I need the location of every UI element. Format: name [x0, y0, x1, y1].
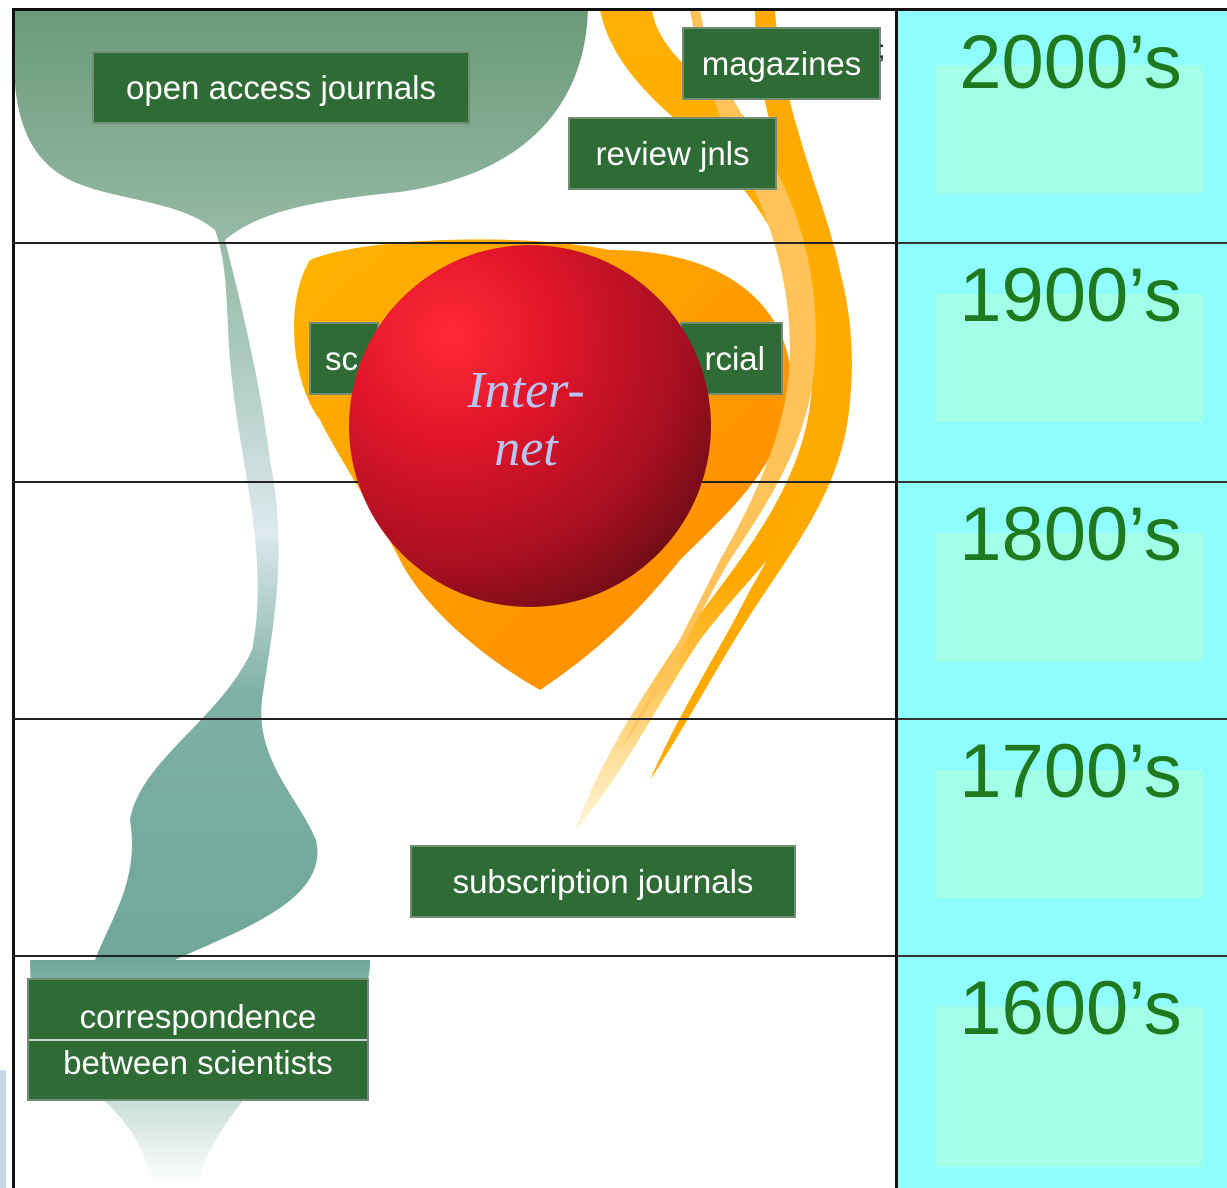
left-border-line	[12, 8, 15, 1188]
open-access-stream	[14, 10, 588, 960]
magazine-stream	[650, 10, 851, 780]
internet-text: Inter- net	[467, 362, 584, 478]
correspondence-label: correspondence between scientists	[27, 978, 369, 1101]
correspondence-line-1: correspondence	[29, 995, 367, 1041]
edge-mark	[0, 1070, 6, 1188]
review-journals-label: review jnls	[568, 117, 777, 190]
magazines-label: magazines	[682, 27, 881, 100]
era-divider	[898, 955, 1227, 957]
era-highlight	[936, 770, 1203, 898]
internet-line-2: net	[494, 420, 558, 477]
era-label: 1900’s	[959, 253, 1182, 338]
strand-stream	[620, 10, 816, 750]
subscription-journals-label: subscription journals	[410, 845, 796, 918]
internet-circle: Inter- net	[349, 245, 711, 607]
top-border-line	[12, 8, 1227, 11]
row-divider	[12, 718, 897, 720]
era-cell-1900s: 1900’s	[898, 244, 1227, 480]
era-label: 1600’s	[959, 966, 1182, 1051]
era-label: 2000’s	[959, 20, 1182, 105]
row-divider	[12, 242, 897, 244]
correspondence-line-2: between scientists	[63, 1043, 333, 1081]
era-highlight	[936, 1007, 1203, 1167]
era-highlight	[936, 294, 1203, 422]
era-divider	[898, 481, 1227, 483]
era-divider	[898, 242, 1227, 244]
era-cell-1700s: 1700’s	[898, 720, 1227, 956]
era-cell-1800s: 1800’s	[898, 483, 1227, 719]
era-label: 1800’s	[959, 492, 1182, 577]
era-highlight	[936, 65, 1203, 193]
era-label: 1700’s	[959, 729, 1182, 814]
era-cell-1600s: 1600’s	[898, 957, 1227, 1188]
open-access-journals-label: open access journals	[92, 51, 470, 124]
era-cell-2000s: 2000’s	[898, 11, 1227, 247]
era-divider	[898, 718, 1227, 720]
stray-glyph: ;	[878, 34, 886, 64]
row-divider	[12, 955, 897, 957]
era-highlight	[936, 533, 1203, 661]
column-divider	[895, 8, 898, 1188]
internet-line-1: Inter-	[467, 362, 585, 419]
